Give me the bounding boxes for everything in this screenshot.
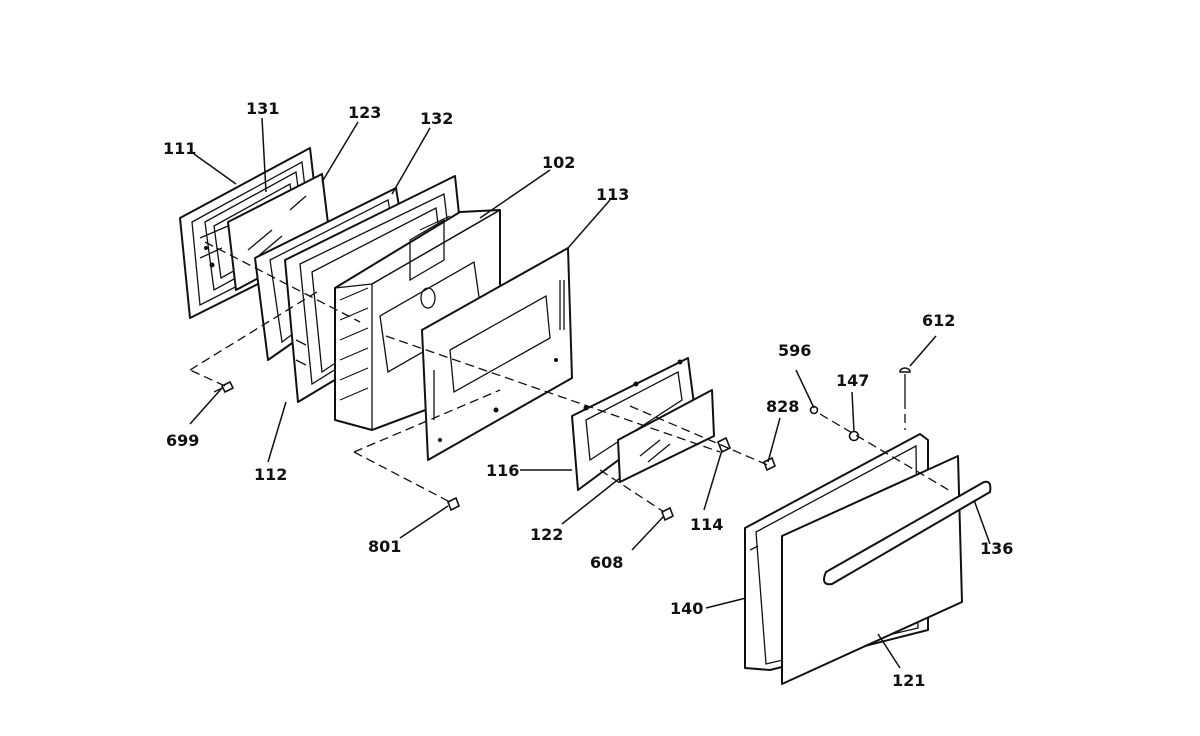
callout-111: 111 [163, 139, 196, 158]
callout-121: 121 [892, 671, 925, 690]
part-121-door-front [781, 455, 963, 685]
callout-608: 608 [590, 553, 623, 572]
callout-147: 147 [836, 371, 869, 390]
callout-122: 122 [530, 525, 563, 544]
callout-123: 123 [348, 103, 381, 122]
callout-801: 801 [368, 537, 401, 556]
part-122-glass [617, 389, 715, 483]
callout-828: 828 [766, 397, 799, 416]
callout-102: 102 [542, 153, 575, 172]
callout-132: 132 [420, 109, 453, 128]
callout-112: 112 [254, 465, 287, 484]
callout-labels: 111 131 123 132 102 113 699 112 801 116 … [163, 99, 1013, 690]
callout-116: 116 [486, 461, 519, 480]
callout-113: 113 [596, 185, 629, 204]
callout-136: 136 [980, 539, 1013, 558]
leader-lines [189, 117, 991, 669]
callout-596: 596 [778, 341, 811, 360]
callout-699: 699 [166, 431, 199, 450]
callout-612: 612 [922, 311, 955, 330]
callout-140: 140 [670, 599, 703, 618]
hardware [213, 367, 911, 522]
part-136-handle [823, 480, 992, 586]
callout-131: 131 [246, 99, 279, 118]
alignment-lines [189, 241, 953, 513]
callout-114: 114 [690, 515, 723, 534]
